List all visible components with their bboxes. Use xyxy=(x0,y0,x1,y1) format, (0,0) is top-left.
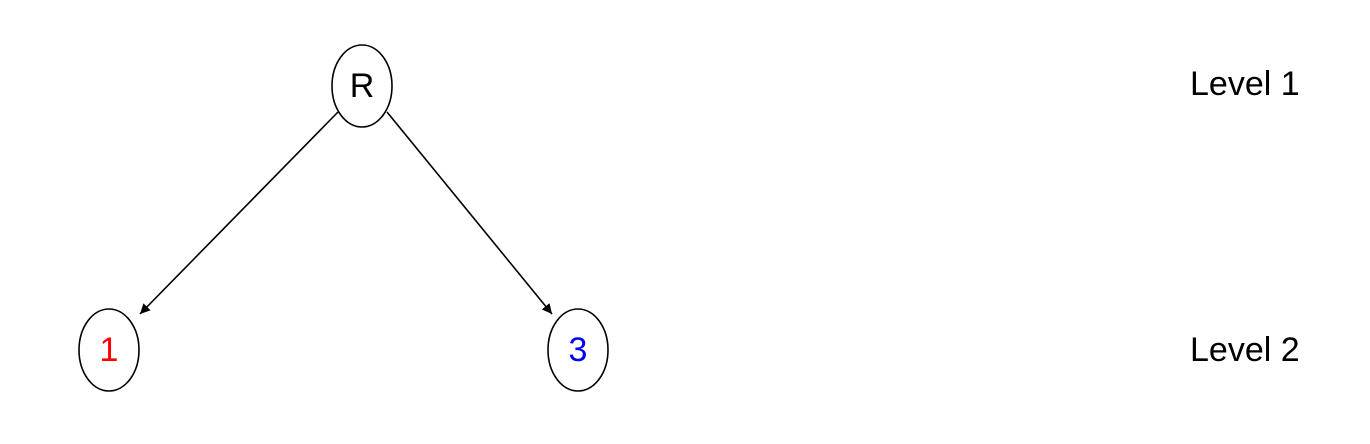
edges xyxy=(139,111,553,315)
node-1: 1 xyxy=(78,308,140,392)
edge-root-to-node-3 xyxy=(386,111,553,315)
node-root: R xyxy=(331,44,393,128)
node-1-ellipse xyxy=(78,308,140,392)
node-3: 3 xyxy=(547,308,609,392)
node-root-label: R xyxy=(350,67,375,105)
node-3-ellipse xyxy=(547,308,609,392)
edge-root-to-node-1 xyxy=(139,111,339,315)
level-2-label: Level 2 xyxy=(1190,331,1300,369)
node-3-label: 3 xyxy=(569,331,588,369)
node-root-ellipse xyxy=(331,44,393,128)
level-1-label: Level 1 xyxy=(1190,65,1300,103)
node-1-label: 1 xyxy=(100,331,119,369)
